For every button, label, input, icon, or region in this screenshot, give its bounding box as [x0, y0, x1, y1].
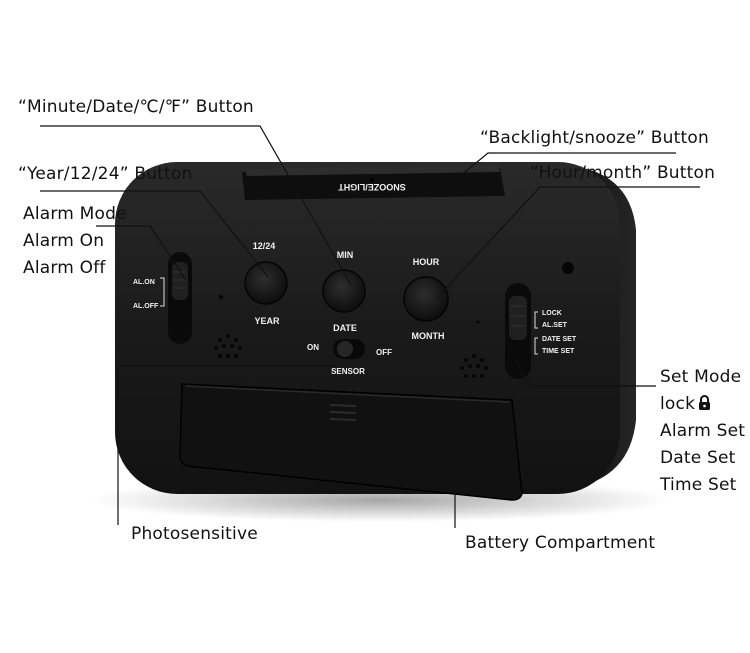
btn-min-label: MIN — [337, 250, 354, 260]
date-set-text: Date Set — [660, 448, 736, 468]
lock-row: lock — [660, 391, 745, 418]
btn-year-label: YEAR — [254, 316, 280, 326]
sensor-switch[interactable] — [333, 339, 365, 359]
battery-compartment-cover[interactable] — [179, 383, 523, 501]
lock-icon — [699, 395, 711, 410]
small-hole — [476, 320, 480, 324]
alarm-mode-title: Alarm Mode — [23, 204, 127, 224]
callout-hour-month: “Hour/month” Button — [530, 163, 716, 183]
leader-hour-month — [436, 186, 700, 299]
minute-date-button[interactable] — [322, 269, 366, 313]
callout-lines — [40, 125, 700, 528]
btn-1224-label: 12/24 — [253, 241, 276, 251]
speaker-grille-left — [214, 334, 242, 358]
set-mode-title: Set Mode — [660, 367, 742, 387]
speaker-grille-right — [460, 354, 488, 378]
callout-minute-date-button: “Minute/Date/℃/℉” Button — [18, 97, 254, 117]
left-bracket — [160, 277, 165, 307]
snooze-light-text: SNOOZE/LIGHT — [338, 182, 406, 192]
leader-alarm-mode — [96, 225, 187, 281]
sensor-off-label: OFF — [376, 348, 392, 357]
btn-hour-label: HOUR — [413, 257, 440, 267]
alarm-off-text: Alarm Off — [23, 258, 106, 278]
alarm-mode-switch[interactable] — [168, 252, 192, 344]
btn-date-label: DATE — [333, 323, 357, 333]
leader-minute-date — [40, 125, 352, 286]
lock-label: LOCK — [542, 310, 562, 317]
callout-battery-compartment: Battery Compartment — [465, 533, 656, 553]
leader-year-1224 — [40, 190, 269, 278]
set-mode-switch[interactable] — [505, 283, 531, 379]
sensor-label: SENSOR — [331, 367, 365, 376]
callout-alarm-mode: Alarm Mode Alarm On Alarm Off — [23, 201, 127, 282]
time-set-text: Time Set — [660, 475, 737, 495]
time-set-label: TIME SET — [542, 348, 575, 355]
al-on-label: AL.ON — [133, 279, 155, 286]
mounting-hole — [562, 262, 574, 274]
snooze-light-button[interactable]: SNOOZE/LIGHT — [242, 165, 505, 200]
al-set-label: AL.SET — [542, 322, 568, 329]
year-1224-button[interactable] — [244, 261, 288, 305]
alarm-set-text: Alarm Set — [660, 421, 746, 441]
al-off-label: AL.OFF — [133, 303, 159, 310]
sensor-on-label: ON — [307, 343, 319, 352]
leader-set-mode — [514, 359, 656, 387]
btn-month-label: MONTH — [412, 331, 445, 341]
lock-text: lock — [660, 394, 696, 414]
alarm-on-text: Alarm On — [23, 231, 105, 251]
callout-backlight-snooze: “Backlight/snooze” Button — [480, 128, 709, 148]
callout-set-mode: Set Mode lock Alarm Set Date Set Time Se… — [660, 364, 745, 499]
leader-photosensitive — [117, 365, 336, 525]
callout-photosensitive: Photosensitive — [131, 524, 258, 544]
right-bracket — [534, 311, 538, 355]
callout-year-1224: “Year/12/24” Button — [18, 164, 193, 184]
indicator-dot — [370, 178, 374, 182]
date-set-label: DATE SET — [542, 336, 577, 343]
hour-month-button[interactable] — [403, 276, 449, 322]
mic-hole — [219, 295, 223, 299]
leader-backlight — [447, 152, 676, 187]
